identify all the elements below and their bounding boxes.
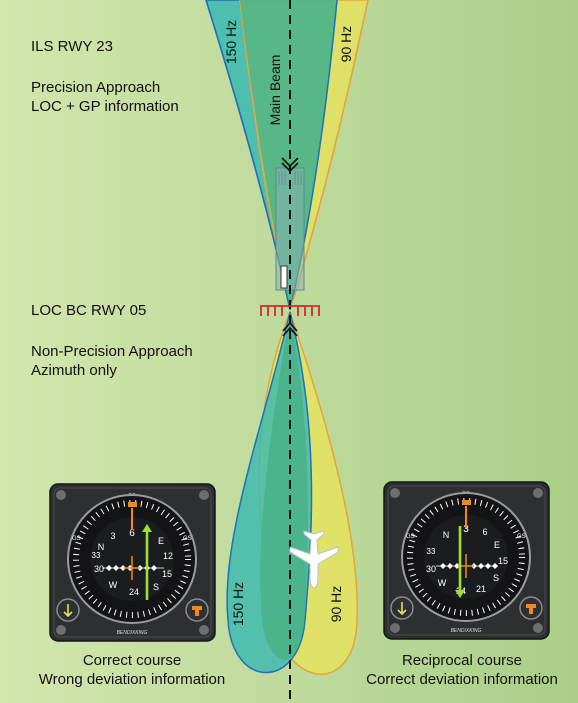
svg-text:W: W (109, 580, 118, 590)
svg-text:GS: GS (517, 534, 526, 540)
right-caption-line2: Correct deviation information (366, 671, 558, 688)
airplane-icon (289, 530, 339, 589)
left-course-label: 24 (129, 587, 139, 597)
main-beam-label: Main Beam (267, 55, 283, 126)
right-caption-line1: Reciprocal course (401, 652, 523, 669)
svg-text:6: 6 (482, 527, 487, 537)
loc-bc-line2: Azimuth only (31, 362, 117, 379)
ils-line1: Precision Approach (31, 79, 161, 96)
upper-150hz-label: 150 Hz (223, 20, 239, 64)
loc-bc-line1: Non-Precision Approach (31, 343, 193, 360)
svg-text:S: S (493, 573, 499, 583)
upper-90hz-label: 90 Hz (338, 26, 354, 63)
left-hsi-instrument: DC 6 3 N E 12 15 S 24 W 30 33 GS GS (49, 483, 216, 642)
left-caption-line1: Correct course (82, 652, 182, 669)
svg-text:E: E (494, 540, 500, 550)
svg-text:3: 3 (110, 531, 115, 541)
right-hsi-instrument: DC 3 6 N E 15 S 21 24 W 30 33 GS GS (383, 481, 550, 640)
svg-text:30: 30 (94, 564, 104, 574)
lower-90hz-label: 90 Hz (328, 586, 344, 623)
upper-overlap (240, 0, 337, 310)
lower-overlap (260, 312, 309, 660)
svg-text:33: 33 (92, 551, 101, 560)
svg-text:N: N (443, 530, 450, 540)
loc-bc-title: LOC BC RWY 05 (31, 302, 147, 319)
right-maker-label: BENDIXKING (451, 628, 482, 634)
runway-threshold-marks (278, 171, 302, 185)
localizer-antenna-array (260, 305, 320, 316)
svg-text:15: 15 (162, 569, 172, 579)
svg-text:3: 3 (463, 524, 469, 535)
svg-text:30: 30 (426, 564, 436, 574)
svg-text:33: 33 (427, 547, 436, 556)
svg-text:E: E (158, 536, 164, 546)
left-caption-line2: Wrong deviation information (38, 671, 226, 688)
ils-line2: LOC + GP information (31, 98, 179, 115)
lower-150hz-label: 150 Hz (230, 582, 246, 626)
svg-text:GS: GS (72, 536, 81, 542)
ils-title: ILS RWY 23 (31, 38, 113, 55)
glideslope-antenna (280, 265, 288, 289)
svg-text:W: W (438, 578, 447, 588)
svg-text:6: 6 (129, 528, 135, 539)
left-maker-label: BENDIXKING (117, 630, 148, 636)
svg-text:S: S (153, 582, 159, 592)
svg-text:12: 12 (163, 551, 173, 561)
svg-text:GS: GS (183, 536, 192, 542)
svg-text:N: N (98, 542, 105, 552)
svg-text:15: 15 (498, 556, 508, 566)
svg-text:21: 21 (476, 584, 486, 594)
svg-text:GS: GS (406, 534, 415, 540)
